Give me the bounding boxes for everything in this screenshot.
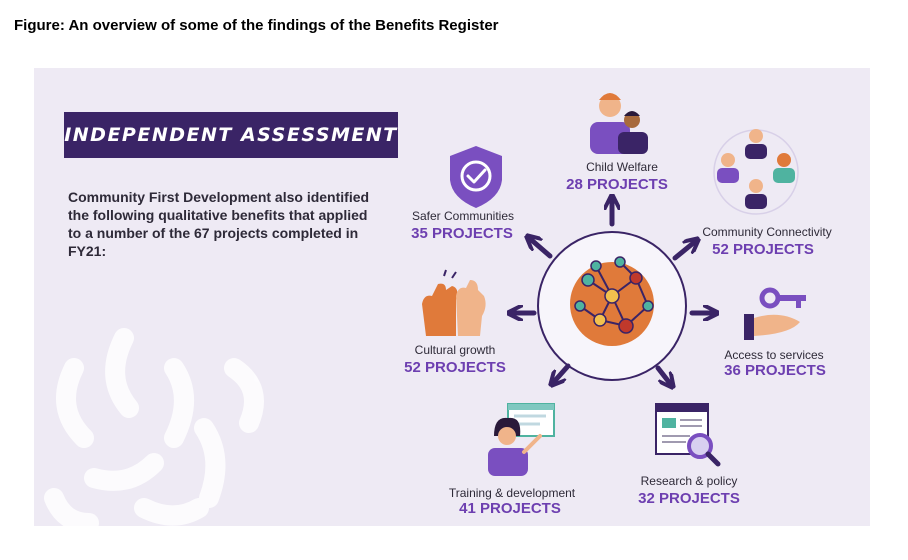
arrow-research-policy [655, 365, 672, 386]
label-community-connectivity: Community Connectivity [702, 225, 832, 239]
high-five-icon [422, 269, 486, 336]
figure-caption: Figure: An overview of some of the findi… [14, 17, 499, 34]
arrow-safer-communities [528, 237, 553, 259]
label-research-policy: Research & policy [640, 474, 738, 488]
label-child-welfare: Child Welfare [586, 160, 658, 174]
people-network-icon [713, 129, 799, 215]
count-community-connectivity: 52 PROJECTS [712, 241, 814, 258]
family-icon [590, 93, 648, 154]
network-globe-icon [570, 256, 654, 346]
intro-text: Community First Development also identif… [68, 189, 370, 259]
label-safer-communities: Safer Communities [411, 209, 515, 223]
independent-assessment-banner: INDEPENDENT ASSESSMENT [64, 112, 398, 158]
count-access-to-services: 36 PROJECTS [724, 362, 826, 379]
key-hand-icon [744, 287, 806, 340]
label-training-development: Training & development [448, 486, 576, 500]
presenter-icon [488, 403, 555, 476]
document-magnifier-icon [655, 403, 721, 467]
count-safer-communities: 35 PROJECTS [411, 225, 513, 242]
arrow-community-connectivity [672, 240, 697, 261]
count-training-development: 41 PROJECTS [459, 500, 561, 517]
label-access-to-services: Access to services [724, 348, 824, 362]
shield-check-icon [450, 146, 502, 208]
count-child-welfare: 28 PROJECTS [566, 176, 668, 193]
arrow-training-development [552, 363, 571, 384]
count-cultural-growth: 52 PROJECTS [404, 359, 506, 376]
count-research-policy: 32 PROJECTS [638, 490, 740, 507]
decorative-background-swirl [44, 328, 264, 526]
label-cultural-growth: Cultural growth [414, 343, 496, 357]
